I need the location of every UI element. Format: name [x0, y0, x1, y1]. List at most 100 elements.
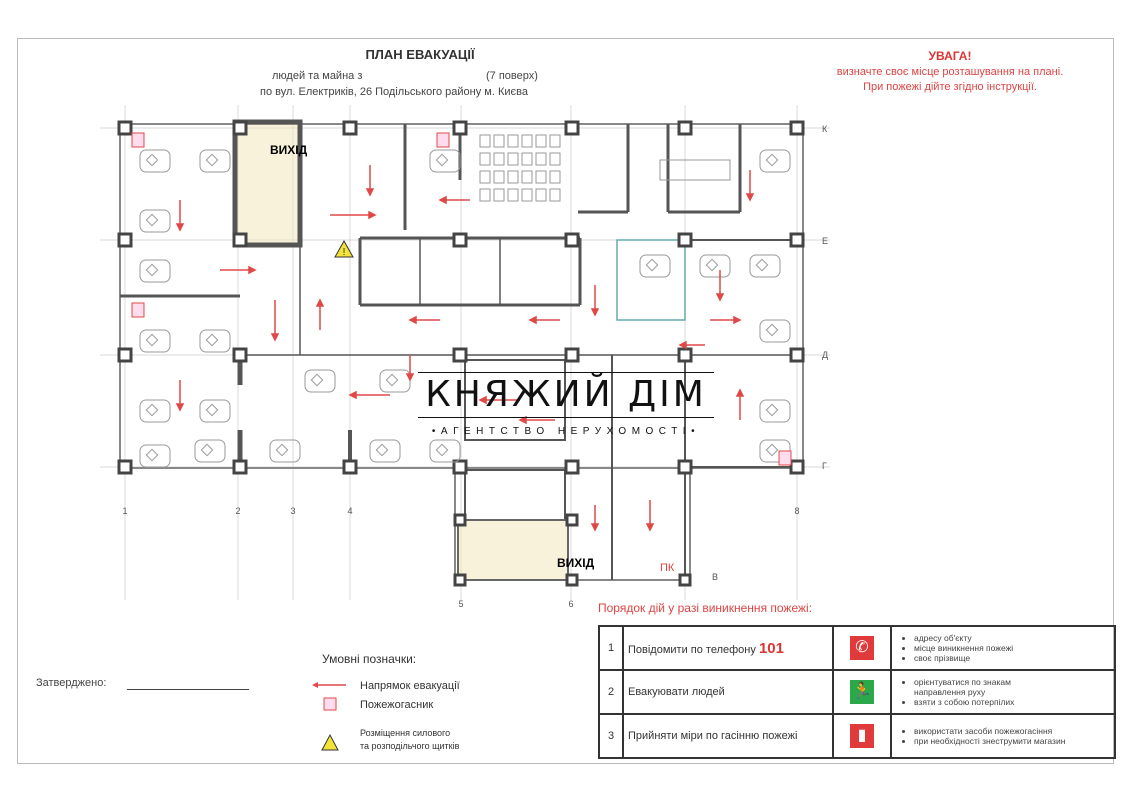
column [232, 347, 248, 363]
axis-letter-label: Д [822, 350, 828, 360]
axis-number-label: 3 [290, 506, 295, 516]
column [677, 120, 693, 136]
evacuation-arrow [678, 340, 705, 350]
extinguisher-icon [131, 302, 145, 318]
emergency-exit-icon: 🏃 [850, 680, 874, 704]
watermark-logo: КНЯЖИЙ ДІМ •АГЕНТСТВО НЕРУХОМОСТІ• [418, 372, 714, 437]
auditorium-seat [535, 188, 547, 202]
evacuation-arrow [175, 200, 185, 232]
auditorium-seat [493, 152, 505, 166]
column [232, 232, 248, 248]
phone-icon: ✆ [850, 636, 874, 660]
desk [269, 439, 301, 463]
auditorium-seat [521, 188, 533, 202]
actions-table: 1 Повідомити по телефону 101 ✆ адресу об… [598, 625, 1116, 759]
column [565, 573, 579, 587]
desk [759, 399, 791, 423]
evacuation-arrow [710, 315, 742, 325]
axis-number-label: 8 [794, 506, 799, 516]
column [232, 120, 248, 136]
approved-label: Затверджено: [36, 677, 107, 689]
auditorium-seat [521, 152, 533, 166]
chair [145, 263, 159, 277]
extinguisher-icon [778, 450, 792, 466]
desk [199, 149, 231, 173]
chair [755, 258, 769, 272]
warning-triangle-icon [321, 733, 339, 751]
desk [639, 254, 671, 278]
desk [199, 329, 231, 353]
auditorium-seat [507, 134, 519, 148]
desk [139, 149, 171, 173]
stairwell-bottom [457, 519, 569, 581]
exit-label-top: ВИХІД [270, 143, 308, 157]
plan-frame [17, 38, 1114, 764]
warning-line1: визначте своє місце розташування на план… [836, 66, 1064, 78]
auditorium-seat [479, 170, 491, 184]
auditorium-seat [549, 170, 561, 184]
chair [205, 153, 219, 167]
evacuation-arrow [408, 315, 440, 325]
watermark-tagline: •АГЕНТСТВО НЕРУХОМОСТІ• [431, 426, 701, 437]
column [564, 459, 580, 475]
chair [765, 443, 779, 457]
auditorium-seat [549, 152, 561, 166]
auditorium-seat [521, 134, 533, 148]
axis-number-label: 4 [347, 506, 352, 516]
table-row: 1 Повідомити по телефону 101 ✆ адресу об… [598, 625, 1116, 671]
evacuation-arrow [645, 500, 655, 532]
fire-phone-number: 101 [758, 639, 784, 657]
row-number: 3 [598, 713, 624, 759]
chair [645, 258, 659, 272]
evacuation-arrow [590, 505, 600, 532]
desk [139, 399, 171, 423]
stairwell-top [232, 119, 303, 248]
column [452, 347, 468, 363]
actions-title: Порядок дій у разі виникнення пожежі: [598, 601, 813, 615]
plan-title: ПЛАН ЕВАКУАЦІЇ [365, 47, 475, 62]
evacuation-arrow [528, 315, 560, 325]
chair [705, 258, 719, 272]
axis-letter-label: К [822, 124, 828, 134]
desk [139, 444, 171, 468]
auditorium-seat [493, 170, 505, 184]
chair [200, 443, 214, 457]
arrow-left-icon [312, 682, 346, 688]
watermark-name: КНЯЖИЙ ДІМ [425, 374, 707, 415]
chair [375, 443, 389, 457]
evacuation-arrow [330, 210, 377, 220]
legend-item-evacuation: Напрямок евакуації [360, 680, 460, 692]
column [789, 120, 805, 136]
desk [139, 329, 171, 353]
column [342, 120, 358, 136]
column [677, 459, 693, 475]
legend-icons [312, 682, 346, 751]
legend-item-extinguisher: Пожежогасник [360, 699, 434, 711]
desk [139, 209, 171, 233]
chair [205, 403, 219, 417]
column [677, 232, 693, 248]
column [452, 120, 468, 136]
evacuation-arrow [175, 380, 185, 412]
meeting-table [659, 159, 731, 181]
legend-item-panel: Розміщення силового [360, 728, 451, 738]
auditorium-seat [549, 188, 561, 202]
column [565, 513, 579, 527]
auditorium-seat [535, 134, 547, 148]
action-label: Прийняти міри по гасінню пожежі [622, 713, 834, 759]
column [564, 347, 580, 363]
evacuation-arrow [745, 170, 755, 202]
evacuation-arrow [315, 298, 325, 330]
column [117, 120, 133, 136]
column [117, 347, 133, 363]
row-number: 2 [598, 669, 624, 715]
chair [765, 403, 779, 417]
extinguisher-icon [436, 132, 450, 148]
legend-item-panel-2: та розподільчого щитків [360, 741, 460, 751]
auditorium-seat [493, 134, 505, 148]
desk [194, 439, 226, 463]
evacuation-arrow [590, 285, 600, 317]
column [117, 459, 133, 475]
column [678, 573, 692, 587]
